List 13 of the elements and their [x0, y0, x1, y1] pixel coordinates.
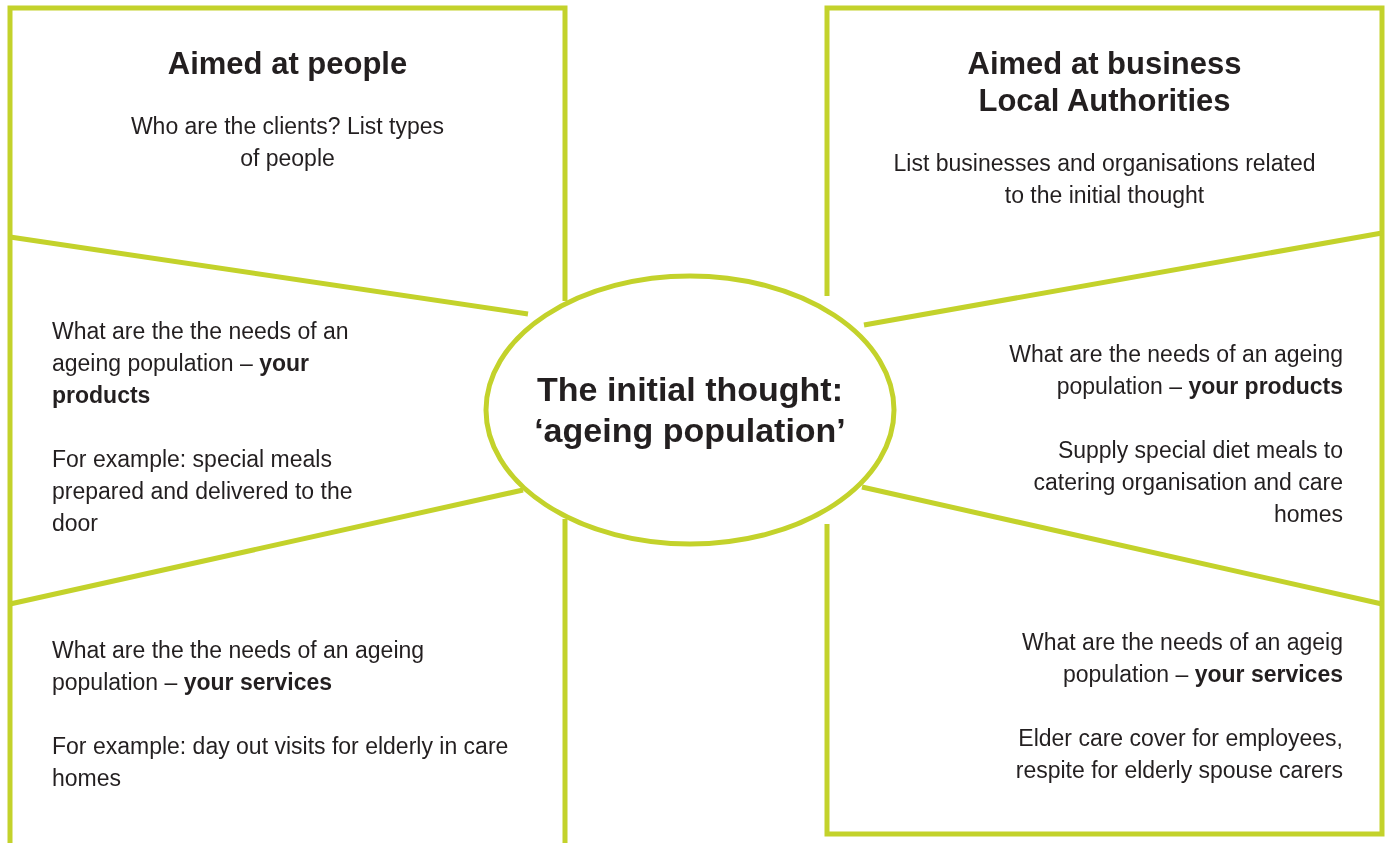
panel-heading: Aimed at business Local Authorities [966, 45, 1243, 119]
description-text: List businesses and organisations related to the initial thought [892, 149, 1317, 210]
description-text: Supply special diet meals to catering organisation and care homes [1032, 436, 1343, 529]
description-text: What are the the needs of an ageing population – your services [52, 636, 426, 697]
center-text: The initial thought: ‘ageing population’ [533, 369, 847, 451]
description-text: What are the the needs of an ageing population – your products [52, 317, 350, 410]
description-text: Who are the clients? List types of people [129, 112, 446, 173]
description-text: For example: special meals prepared and delivered to the door [52, 445, 354, 538]
description-text: For example: day out visits for elderly in care homes [52, 732, 510, 793]
description-text: Elder care cover for employees, respite for elderly spouse carers [1014, 724, 1343, 785]
panel-heading: Aimed at people [166, 45, 409, 82]
description-text: What are the needs of an ageing population – your products [1008, 340, 1343, 401]
description-text: What are the needs of an ageig population – your services [1021, 628, 1343, 689]
